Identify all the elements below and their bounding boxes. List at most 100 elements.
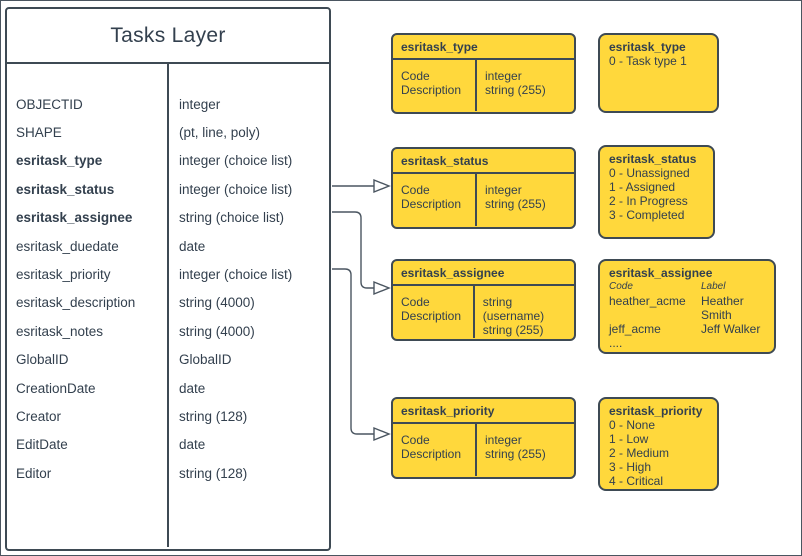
field-name: CreationDate bbox=[16, 380, 96, 396]
tasks-layer-body: OBJECTID integer SHAPE (pt, line, poly) es… bbox=[7, 64, 329, 547]
list-item: 3 - Completed bbox=[609, 208, 685, 222]
list-title: esritask_status bbox=[609, 152, 697, 166]
list-title: esritask_assignee bbox=[609, 266, 713, 280]
field-type: string (128) bbox=[179, 408, 248, 424]
list-item: 3 - High bbox=[609, 460, 652, 474]
list-item: 4 - Critical bbox=[609, 474, 664, 488]
list-column-header: Label bbox=[701, 281, 726, 292]
list-item: 2 - In Progress bbox=[609, 194, 688, 208]
table-row: EditDate date bbox=[7, 431, 329, 459]
list-item: 0 - None bbox=[609, 418, 656, 432]
field-type: integer (choice list) bbox=[179, 267, 293, 283]
def-type: string (255) bbox=[485, 83, 546, 97]
table-row: esritask_duedate date bbox=[7, 232, 329, 260]
arrowhead bbox=[373, 280, 391, 296]
field-type: string (choice list) bbox=[179, 210, 285, 226]
tasks-layer-table: Tasks Layer OBJECTID integer SHAPE (pt, li… bbox=[5, 7, 331, 551]
tasks-layer-title: Tasks Layer bbox=[7, 9, 329, 64]
field-type: date bbox=[179, 238, 206, 254]
field-type: string (128) bbox=[179, 465, 248, 481]
def-type: integer bbox=[485, 183, 522, 197]
table-row: esritask_status integer (choice list) bbox=[7, 175, 329, 203]
table-row: esritask_assignee string (choice list) bbox=[7, 204, 329, 232]
def-box-title: esritask_priority bbox=[393, 399, 574, 424]
arrowhead bbox=[373, 426, 391, 442]
list-item: 1 - Low bbox=[609, 432, 649, 446]
def-field: Code bbox=[401, 183, 430, 197]
list-box-esritask-status: esritask_status 0 - Unassigned 1 - Assig… bbox=[598, 145, 715, 239]
table-row: Editor string (128) bbox=[7, 459, 329, 487]
list-box-esritask-type: esritask_type 0 - Task type 1 bbox=[598, 33, 719, 113]
def-field: Description bbox=[401, 309, 462, 323]
field-name: OBJECTID bbox=[16, 96, 83, 112]
table-row: esritask_type integer (choice list) bbox=[7, 147, 329, 175]
field-name: SHAPE bbox=[16, 125, 62, 141]
field-type: integer (choice list) bbox=[179, 181, 293, 197]
table-row: SHAPE (pt, line, poly) bbox=[7, 118, 329, 146]
def-type: integer bbox=[485, 433, 522, 447]
def-field: Description bbox=[401, 447, 462, 461]
list-box-esritask-priority: esritask_priority 0 - None 1 - Low 2 - M… bbox=[598, 397, 719, 491]
def-field: Description bbox=[401, 197, 462, 211]
table-row: OBJECTID integer bbox=[7, 90, 329, 118]
list-item: 0 - Unassigned bbox=[609, 166, 690, 180]
def-type: integer bbox=[485, 69, 522, 83]
def-field: Code bbox=[401, 295, 430, 309]
field-name: esritask_status bbox=[16, 181, 115, 197]
def-type: string (255) bbox=[485, 197, 546, 211]
def-box-title: esritask_status bbox=[393, 149, 574, 174]
list-item: 0 - Task type 1 bbox=[609, 54, 687, 68]
assignee-label: Heather Smith bbox=[701, 294, 744, 322]
assignee-label: Jeff Walker bbox=[701, 322, 761, 336]
def-box-title: esritask_type bbox=[393, 35, 574, 60]
arrowhead bbox=[373, 178, 391, 194]
field-type: GlobalID bbox=[179, 352, 232, 368]
table-row: esritask_description string (4000) bbox=[7, 289, 329, 317]
connector-assignee bbox=[332, 211, 374, 289]
list-box-esritask-assignee: esritask_assignee Code Label heather_acm… bbox=[598, 259, 776, 354]
field-name: Editor bbox=[16, 465, 52, 481]
def-type: string (username) bbox=[482, 295, 545, 323]
field-name: GlobalID bbox=[16, 352, 69, 368]
field-name: Creator bbox=[16, 408, 62, 424]
assignee-code: jeff_acme bbox=[609, 322, 661, 336]
table-row: esritask_priority integer (choice list) bbox=[7, 260, 329, 288]
def-field: Code bbox=[401, 69, 430, 83]
list-column-header: Code bbox=[609, 281, 633, 292]
field-type: string (4000) bbox=[179, 323, 255, 339]
def-field: Code bbox=[401, 433, 430, 447]
list-title: esritask_type bbox=[609, 40, 686, 54]
column-divider bbox=[167, 64, 169, 547]
field-name: esritask_duedate bbox=[16, 238, 119, 254]
list-item: 2 - Medium bbox=[609, 446, 670, 460]
assignee-code: heather_acme bbox=[609, 294, 686, 308]
field-type: (pt, line, poly) bbox=[179, 125, 261, 141]
field-type: date bbox=[179, 380, 206, 396]
table-row: CreationDate date bbox=[7, 374, 329, 402]
def-box-title: esritask_assignee bbox=[393, 261, 574, 286]
field-type: date bbox=[179, 437, 206, 453]
field-type: string (4000) bbox=[179, 295, 255, 311]
list-ellipsis: .... bbox=[609, 336, 623, 350]
def-type: string (255) bbox=[485, 447, 546, 461]
table-row: Creator string (128) bbox=[7, 402, 329, 430]
field-name: esritask_assignee bbox=[16, 210, 133, 226]
table-row: esritask_notes string (4000) bbox=[7, 317, 329, 345]
list-item: 1 - Assigned bbox=[609, 180, 676, 194]
field-name: esritask_type bbox=[16, 153, 103, 169]
connector-priority bbox=[332, 268, 374, 435]
def-field: Description bbox=[401, 83, 462, 97]
def-type: string (255) bbox=[482, 323, 544, 337]
list-title: esritask_priority bbox=[609, 404, 703, 418]
field-type: integer (choice list) bbox=[179, 153, 293, 169]
field-type: integer bbox=[179, 96, 221, 112]
field-name: esritask_priority bbox=[16, 267, 111, 283]
field-name: esritask_notes bbox=[16, 323, 104, 339]
field-name: esritask_description bbox=[16, 295, 136, 311]
field-name: EditDate bbox=[16, 437, 68, 453]
